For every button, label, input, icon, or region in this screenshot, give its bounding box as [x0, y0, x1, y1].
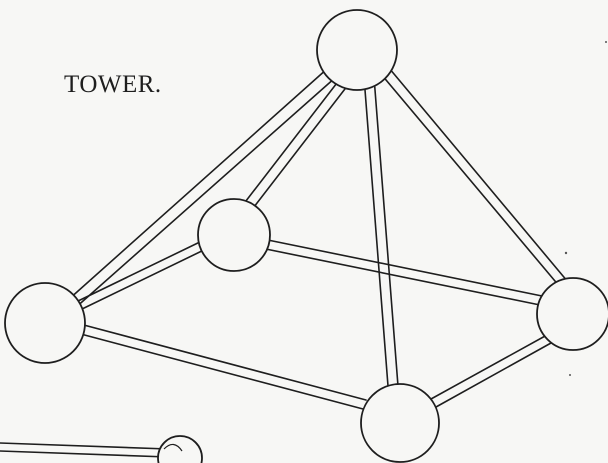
rod-front-left-front-bottom: [76, 323, 367, 410]
rod-back-left-right: [255, 237, 543, 306]
rod-end-curl: [163, 443, 183, 452]
speck-1: [564, 251, 568, 255]
front-left-ball: [4, 282, 86, 364]
partial-ball-bottom: [157, 435, 203, 463]
rod-back-left-front-left: [75, 239, 209, 311]
rod-apex-back-left: [238, 78, 349, 217]
speck-3: [605, 41, 607, 43]
speck-2: [569, 374, 571, 376]
rod-front-bottom-right: [430, 329, 561, 408]
rod-apex-front-bottom: [363, 76, 399, 387]
apex-ball: [316, 9, 398, 91]
back-left-ball: [197, 198, 271, 272]
rod-partial-bottom-left: [0, 442, 169, 458]
figure-caption: TOWER.: [64, 71, 162, 98]
front-bottom-ball: [360, 383, 440, 463]
rod-apex-front-left: [67, 67, 337, 310]
right-ball: [536, 277, 608, 351]
rod-apex-right: [375, 61, 569, 288]
